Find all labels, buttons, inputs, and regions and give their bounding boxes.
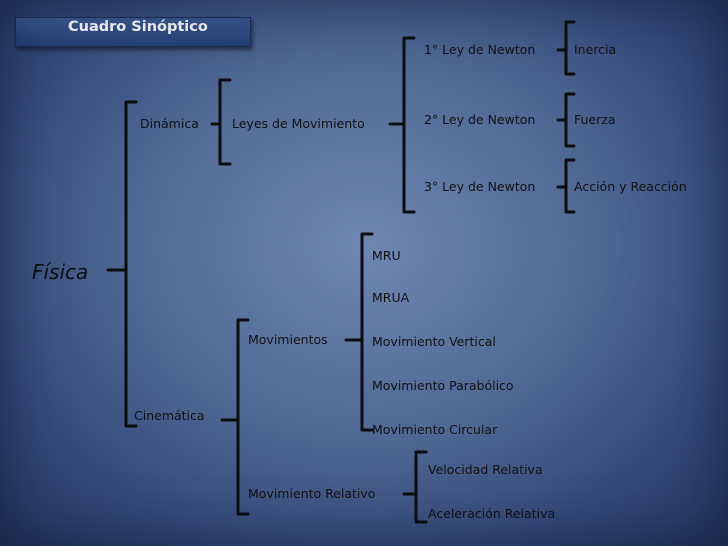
movimiento-item-circular: Movimiento Circular	[372, 422, 498, 437]
ley-1-label: 1° Ley de Newton	[424, 42, 536, 57]
movimiento-item-mrua: MRUA	[372, 290, 410, 305]
bracket-movimientos	[360, 232, 374, 432]
bracket-ley-1	[564, 20, 576, 76]
slide-title: Cuadro Sinóptico	[68, 19, 208, 35]
bracket-dinamica	[218, 78, 232, 166]
cinematica-label: Cinemática	[134, 408, 205, 423]
movimiento-item-parabolico: Movimiento Parabólico	[372, 378, 514, 393]
concepto-3-label: Acción y Reacción	[574, 179, 687, 194]
movimiento-item-mru: MRU	[372, 248, 401, 263]
movimientos-label: Movimientos	[248, 332, 328, 347]
title-box: Cuadro Sinóptico	[15, 17, 251, 47]
relativo-item-velocidad: Velocidad Relativa	[428, 462, 543, 477]
bracket-leyes	[402, 36, 416, 214]
bracket-ley-3	[564, 158, 576, 214]
relativo-label: Movimiento Relativo	[248, 486, 376, 501]
ley-3-label: 3° Ley de Newton	[424, 179, 536, 194]
ley-2-label: 2° Ley de Newton	[424, 112, 536, 127]
dinamica-label: Dinámica	[140, 116, 199, 131]
relativo-item-aceleracion: Aceleración Relativa	[428, 506, 556, 521]
bracket-cinematica	[236, 318, 250, 516]
bracket-relativo	[414, 450, 428, 524]
leyes-label: Leyes de Movimiento	[232, 116, 365, 131]
concepto-2-label: Fuerza	[574, 112, 616, 127]
bracket-fisica	[124, 100, 138, 428]
movimiento-item-vertical: Movimiento Vertical	[372, 334, 496, 349]
root-label: Física	[32, 260, 89, 284]
concepto-1-label: Inercia	[574, 42, 617, 57]
